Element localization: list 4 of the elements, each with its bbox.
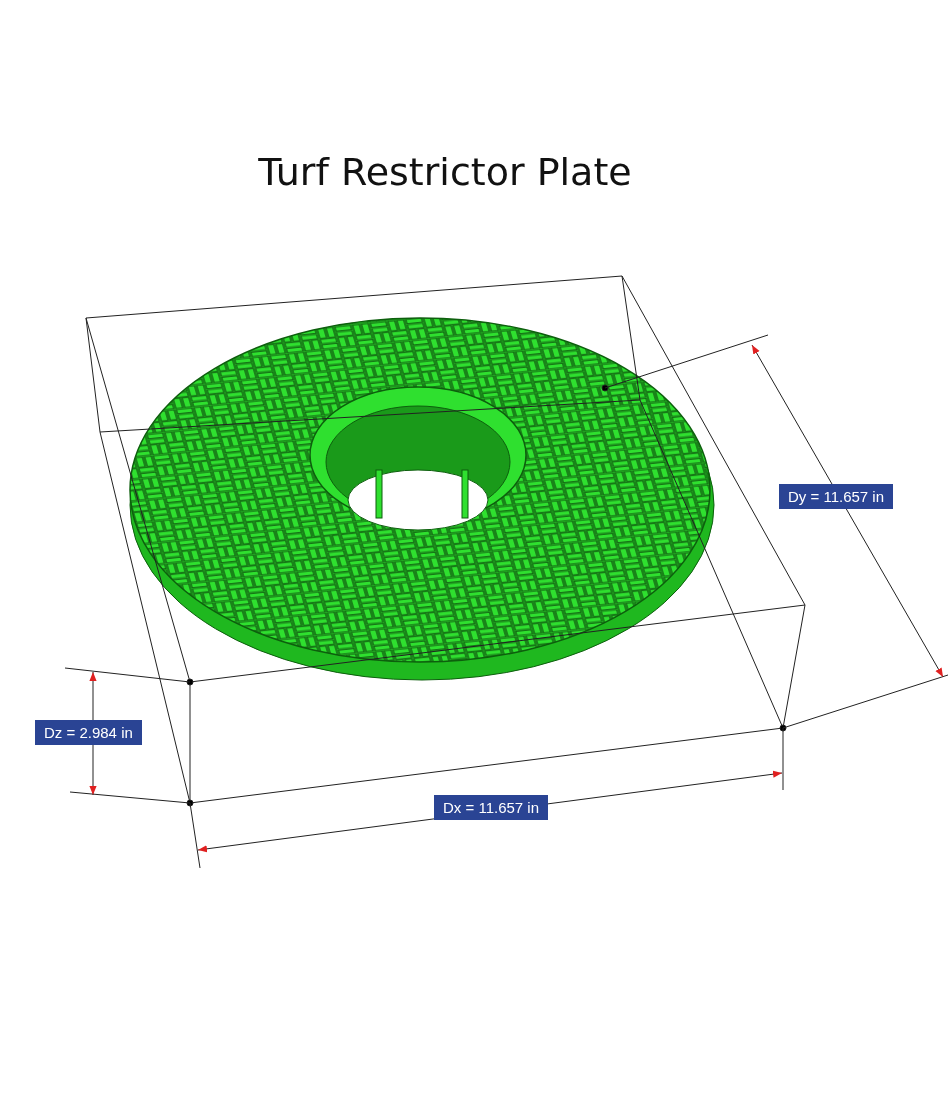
- dimension-label: Dx = 11.657 in: [434, 795, 549, 820]
- dimension-label: Dz = 2.984 in: [35, 720, 142, 745]
- dimension-label: Dy = 11.657 in: [779, 484, 894, 509]
- title: Turf Restrictor Plate: [257, 150, 633, 194]
